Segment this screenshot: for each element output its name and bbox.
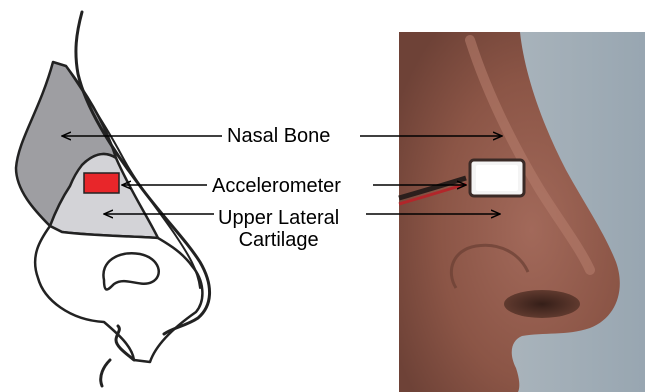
accelerometer-marker [84,173,119,193]
nasal-bone-label: Nasal Bone [227,125,330,147]
lower-nose-outline [35,226,202,362]
nose-photo [399,32,645,392]
upper-lateral-cartilage-label: Upper Lateral Cartilage [218,207,339,251]
nostril [504,290,580,318]
upper-lateral-cartilage-label-line2: Cartilage [218,229,339,251]
upper-lateral-cartilage-label-line1: Upper Lateral [218,207,339,229]
nose-diagram [16,12,210,386]
accelerometer-label: Accelerometer [212,175,341,197]
accelerometer-sensor-face [476,165,518,191]
